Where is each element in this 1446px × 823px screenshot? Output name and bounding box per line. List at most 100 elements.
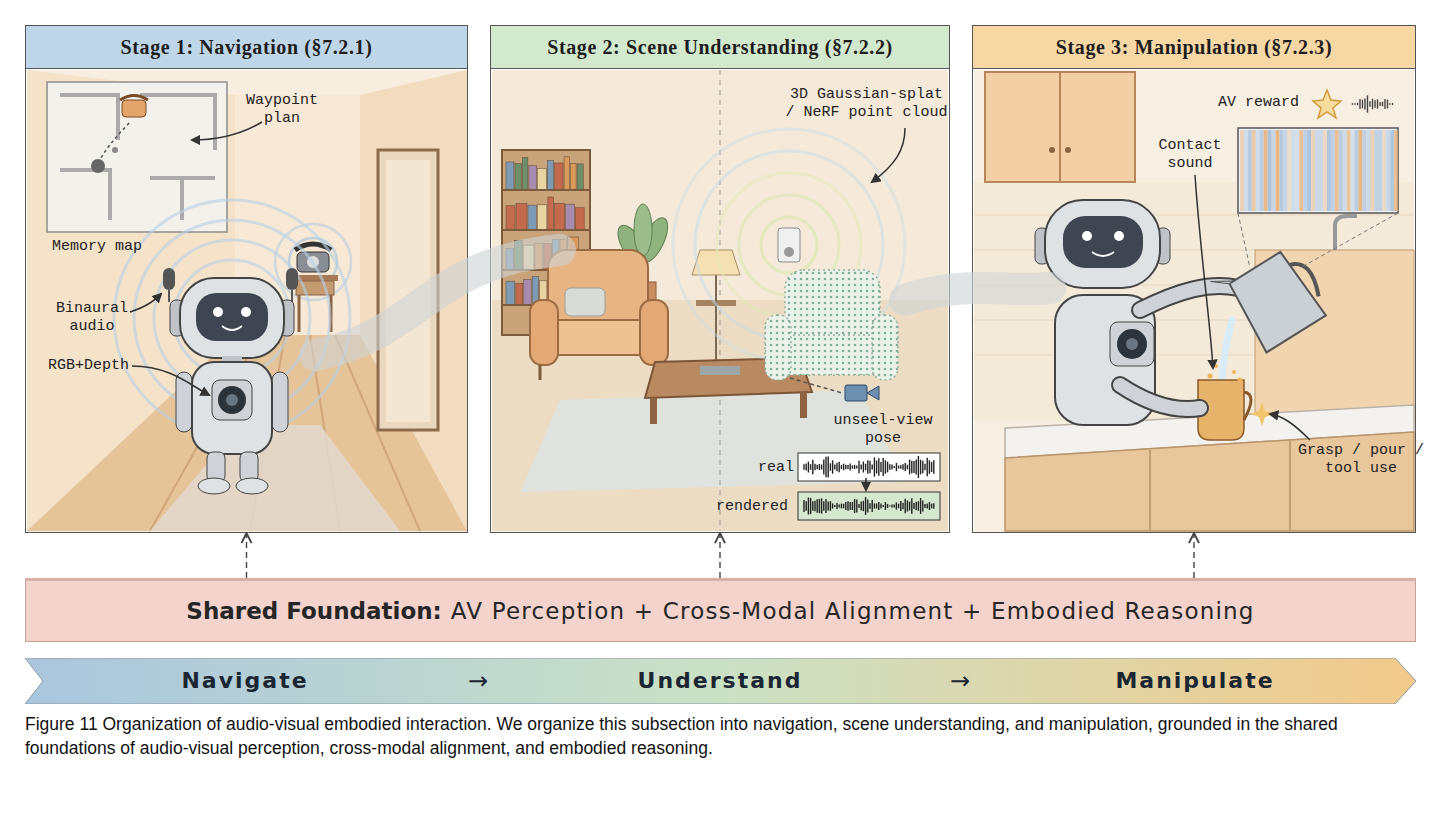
wave-bar xyxy=(828,502,829,511)
wave-bar xyxy=(872,500,873,512)
robot-part xyxy=(1117,329,1147,359)
coffee-table-part xyxy=(800,392,807,418)
wave-bar xyxy=(918,456,919,478)
wave-bar xyxy=(913,461,914,473)
navigation-scene-part-part xyxy=(310,335,340,531)
scene-understanding-scene-part xyxy=(520,390,905,492)
armchair-part xyxy=(550,320,650,355)
panel-header: Stage 2: Scene Understanding (§7.2.2) xyxy=(491,26,949,69)
wave-bar xyxy=(894,505,895,508)
wave-bar xyxy=(929,502,930,510)
manipulation-scene-part-part xyxy=(974,215,1414,216)
band-shape xyxy=(25,658,1416,704)
wave-bar xyxy=(885,460,886,473)
manipulation-scene-part xyxy=(1289,441,1291,531)
scene-understanding-scene-part xyxy=(502,190,590,305)
telephone-part xyxy=(296,281,334,295)
stage-panel: Stage 2: Scene Understanding (§7.2.2) xyxy=(490,25,950,533)
navigation-scene-part xyxy=(132,366,209,395)
wave-bar xyxy=(1352,103,1353,105)
wave-bar xyxy=(1359,99,1360,109)
navigation-scene-part-part xyxy=(150,335,260,531)
panel-title: Stage 3: Manipulation (§7.2.3) xyxy=(1056,36,1332,59)
robot-part xyxy=(1055,295,1155,425)
robot-part xyxy=(212,380,252,420)
wave-bar xyxy=(865,464,866,470)
sound-rings-part xyxy=(761,217,817,273)
book xyxy=(564,157,569,190)
navigation-scene-part xyxy=(192,122,262,140)
book xyxy=(516,283,523,305)
memory-map-part xyxy=(47,82,227,232)
spectrogram-column xyxy=(1287,130,1291,211)
book xyxy=(572,287,579,305)
wave-bar xyxy=(808,498,809,515)
navigation-scene-part xyxy=(378,150,438,430)
navigation-scene xyxy=(27,70,467,532)
wave-bar xyxy=(880,462,881,472)
armchair-part xyxy=(548,250,648,330)
navigation-scene-part xyxy=(235,95,360,335)
robot-part xyxy=(1035,228,1049,264)
book xyxy=(529,166,536,190)
stage-verb: Navigate xyxy=(181,658,308,704)
manipulation-scene-part-part xyxy=(974,320,1414,321)
sound-rings-part xyxy=(174,260,290,376)
stage-panel: Stage 3: Manipulation (§7.2.3) xyxy=(972,25,1416,533)
wave-bar xyxy=(847,501,848,511)
manipulation-scene-part xyxy=(1238,213,1250,268)
sound-rings-part xyxy=(695,151,883,339)
wave-bar xyxy=(922,501,923,512)
wave-bar xyxy=(836,463,837,471)
robot-part xyxy=(168,290,170,302)
point-cloud-armchair-part xyxy=(780,335,890,375)
point-cloud-armchair-part xyxy=(872,315,898,380)
spectrogram-column xyxy=(1248,130,1252,211)
coffee-table-part xyxy=(645,358,812,398)
wave-bar xyxy=(900,501,901,511)
wave-bar xyxy=(828,457,829,478)
robot-part xyxy=(213,307,223,317)
wave-bar xyxy=(847,465,848,469)
wave-bar xyxy=(916,502,917,511)
telephone-part xyxy=(330,295,333,332)
book xyxy=(554,281,564,305)
memory-map-part xyxy=(112,147,118,153)
wave-bar xyxy=(883,458,884,476)
robot-part xyxy=(1082,231,1092,241)
spectrogram-column xyxy=(1299,130,1303,211)
wave-bar xyxy=(894,466,895,468)
scene-understanding-scene-part-part xyxy=(502,189,590,191)
wave-bar xyxy=(869,461,870,474)
wave-bar xyxy=(852,502,853,510)
spectrogram-column xyxy=(1295,130,1299,211)
robot-part xyxy=(226,394,238,406)
coffee-table xyxy=(645,358,812,424)
robot-part xyxy=(1045,200,1160,288)
wave-bar xyxy=(898,504,899,508)
wave-bar xyxy=(861,502,862,511)
wave-bar xyxy=(845,465,846,469)
manipulation-scene-part xyxy=(1222,320,1232,385)
wave-bar xyxy=(878,502,879,510)
panel-title: Stage 2: Scene Understanding (§7.2.2) xyxy=(547,36,893,59)
wave-bar xyxy=(834,464,835,469)
stage-verb: Understand xyxy=(638,658,803,704)
manipulation-scene-part-part xyxy=(1214,364,1218,368)
robot-part xyxy=(1140,286,1238,310)
scene-understanding-scene-part xyxy=(865,478,867,490)
spectrogram-column xyxy=(1252,130,1256,211)
spectrogram-column xyxy=(1268,130,1272,211)
armchair-part xyxy=(565,288,605,316)
navigation-scene-part xyxy=(27,70,235,531)
wave-bar xyxy=(806,463,807,470)
spectrogram-column xyxy=(1366,130,1370,211)
robot-part xyxy=(218,386,246,414)
memory-map-part xyxy=(91,159,105,173)
manipulation-scene-part-part xyxy=(1208,374,1213,379)
armchair-part xyxy=(530,300,558,365)
robot-part xyxy=(236,478,268,494)
wave-bar xyxy=(918,501,919,510)
wave-bar xyxy=(845,502,846,510)
memory-map-part xyxy=(120,96,148,101)
